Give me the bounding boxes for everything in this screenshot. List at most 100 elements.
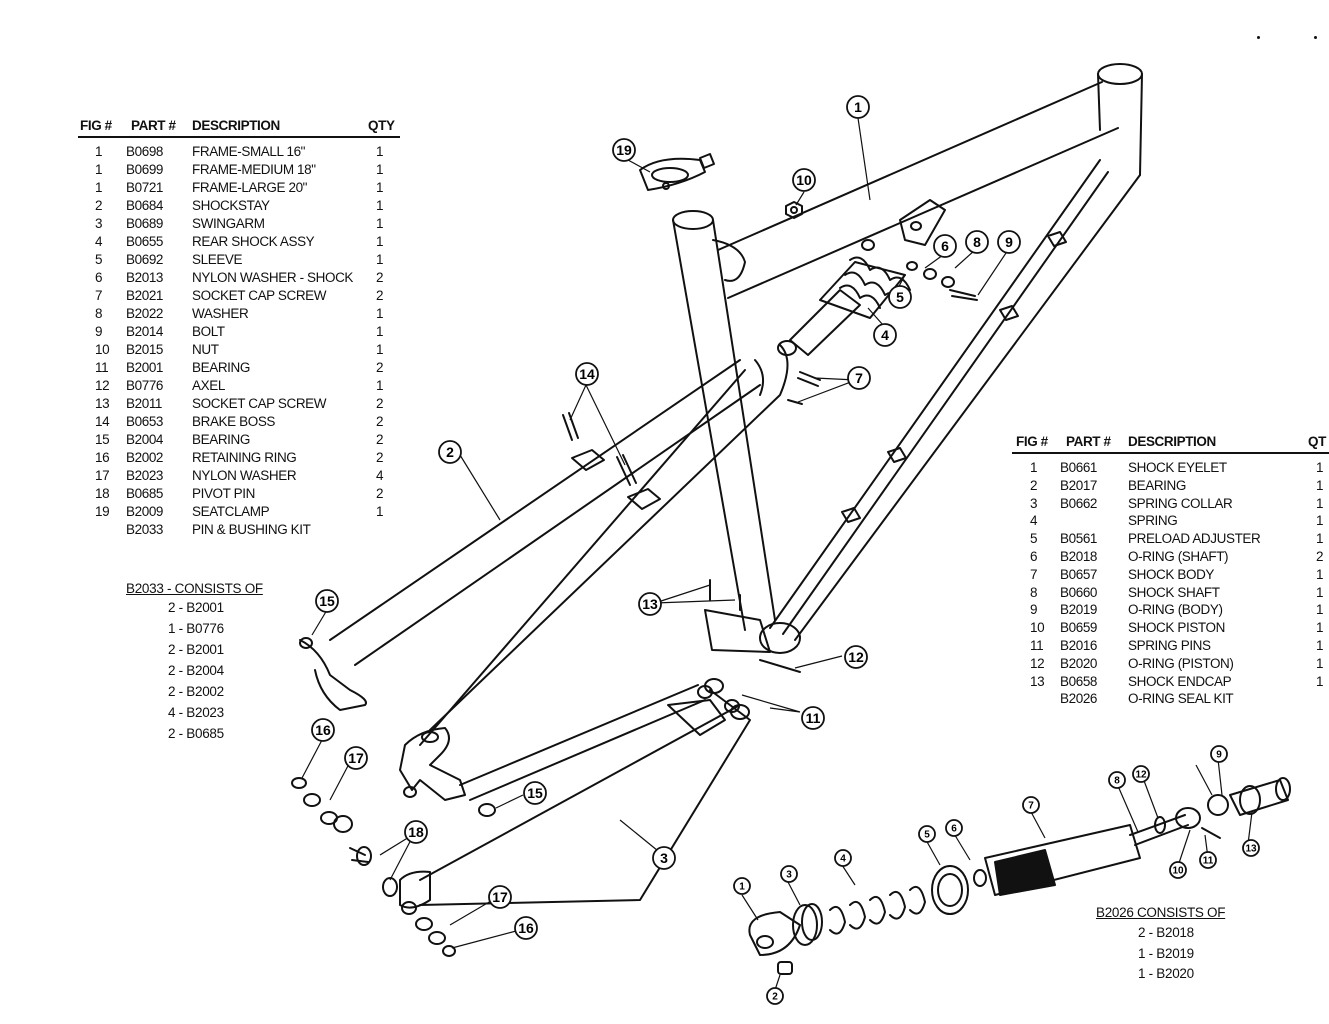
- callout-bubble: 12: [844, 645, 868, 669]
- cell-qty: 2: [376, 432, 384, 447]
- cell-part: B2014: [126, 324, 164, 339]
- callout-bubble: 16: [311, 718, 335, 742]
- cell-fig: 12: [1030, 655, 1045, 671]
- cell-qty: 1: [376, 324, 384, 339]
- cell-qty: 1: [1316, 477, 1324, 493]
- cell-description: SOCKET CAP SCREW: [192, 396, 327, 411]
- cell-part: B2001: [126, 360, 164, 375]
- cell-fig: 10: [95, 342, 110, 357]
- cell-description: WASHER: [192, 306, 249, 321]
- callout-circle: [945, 819, 963, 837]
- cell-qty: 2: [1316, 549, 1324, 564]
- cell-description: BEARING: [192, 360, 250, 375]
- cell-fig: 19: [95, 504, 110, 519]
- callout-bubble: 7: [1022, 796, 1040, 814]
- callout-bubble: 8: [1108, 771, 1126, 789]
- cell-fig: 10: [1030, 620, 1045, 636]
- cell-qty: 1: [1316, 602, 1324, 618]
- cell-fig: 11: [95, 360, 109, 375]
- cell-part: B0776: [126, 378, 164, 393]
- callout-circle: [523, 781, 547, 805]
- header-rule: [1012, 452, 1329, 454]
- cell-description: SHOCK ENDCAP: [1128, 673, 1232, 689]
- callout-circle: [873, 323, 897, 347]
- cell-part: B2002: [126, 450, 164, 465]
- callout-bubble: 16: [514, 916, 538, 940]
- callout-bubble: 13: [1242, 839, 1260, 857]
- cell-qty: 1: [376, 252, 384, 267]
- callout-number: 8: [973, 234, 981, 250]
- cell-description: BRAKE BOSS: [192, 414, 276, 429]
- cell-part: B0655: [126, 234, 164, 249]
- cell-description: O-RING (SHAFT): [1128, 549, 1229, 564]
- cell-fig: 8: [1030, 584, 1038, 600]
- cell-qty: 1: [376, 504, 384, 519]
- callout-number: 13: [642, 596, 658, 612]
- callout-circle: [792, 168, 816, 192]
- cell-fig: 8: [95, 306, 103, 321]
- callout-circle: [1242, 839, 1260, 857]
- cell-part: B0698: [126, 144, 164, 159]
- callout-circle: [1210, 745, 1228, 763]
- kit-item: 1 - B0776: [168, 621, 224, 636]
- cell-qty: 1: [1316, 495, 1324, 511]
- cell-fig: 13: [95, 396, 110, 411]
- col-header-description: DESCRIPTION: [192, 118, 280, 133]
- cell-qty: 2: [376, 414, 384, 429]
- cell-part: B2022: [126, 306, 164, 321]
- cell-fig: 7: [95, 288, 103, 303]
- cell-part: B2023: [126, 468, 164, 483]
- callout-number: 6: [941, 238, 949, 254]
- callout-circle: [1169, 861, 1187, 879]
- cell-part: B2017: [1060, 477, 1098, 493]
- callout-bubble: 15: [315, 589, 339, 613]
- cell-fig: 6: [95, 270, 103, 285]
- cell-description: SEATCLAMP: [192, 504, 270, 519]
- cell-description: SWINGARM: [192, 216, 265, 231]
- callout-number: 15: [319, 593, 335, 609]
- cell-fig: 9: [1030, 602, 1038, 618]
- cell-qty: 1: [376, 378, 384, 393]
- col-header-qty: QTY: [368, 118, 395, 133]
- cell-fig: 1: [95, 144, 103, 159]
- cell-fig: 6: [1030, 549, 1038, 564]
- callout-circle: [780, 865, 798, 883]
- callout-number: 3: [660, 850, 668, 866]
- swingarm: [291, 579, 751, 957]
- callout-bubble: 8: [965, 230, 989, 254]
- cell-fig: 2: [1030, 477, 1038, 493]
- cell-fig: 9: [95, 324, 103, 339]
- callout-circle: [933, 234, 957, 258]
- cell-qty: 1: [376, 162, 384, 177]
- callout-circle: [1022, 796, 1040, 814]
- cell-description: NUT: [192, 342, 219, 357]
- callout-number: 4: [881, 327, 889, 343]
- cell-part: B2021: [126, 288, 164, 303]
- cell-qty: 1: [376, 306, 384, 321]
- callout-number: 12: [848, 649, 864, 665]
- stray-mark: [1257, 36, 1260, 39]
- cell-description: SPRING: [1128, 513, 1178, 529]
- callout-bubble: 6: [933, 234, 957, 258]
- cell-qty: 1: [1316, 620, 1324, 636]
- callout-number: 17: [492, 889, 508, 905]
- cell-qty: 2: [376, 270, 384, 285]
- cell-fig: 18: [95, 486, 110, 501]
- cell-description: SHOCK EYELET: [1128, 460, 1227, 475]
- cell-fig: 1: [95, 162, 103, 177]
- callout-bubble: 3: [652, 846, 676, 870]
- cell-part: B2020: [1060, 655, 1098, 671]
- callout-bubble: 7: [847, 366, 871, 390]
- callout-number: 11: [806, 710, 821, 726]
- cell-description: O-RING (BODY): [1128, 602, 1223, 618]
- cell-part: B2015: [126, 342, 164, 357]
- callout-bubble: 6: [945, 819, 963, 837]
- cell-fig: 3: [95, 216, 103, 231]
- kit-b2026-title: B2026 CONSISTS OF: [1096, 905, 1226, 920]
- callout-number: 16: [518, 920, 534, 936]
- cell-part: B2009: [126, 504, 164, 519]
- callout-number: 4: [840, 854, 846, 865]
- kit-item: 4 - B2023: [168, 705, 224, 720]
